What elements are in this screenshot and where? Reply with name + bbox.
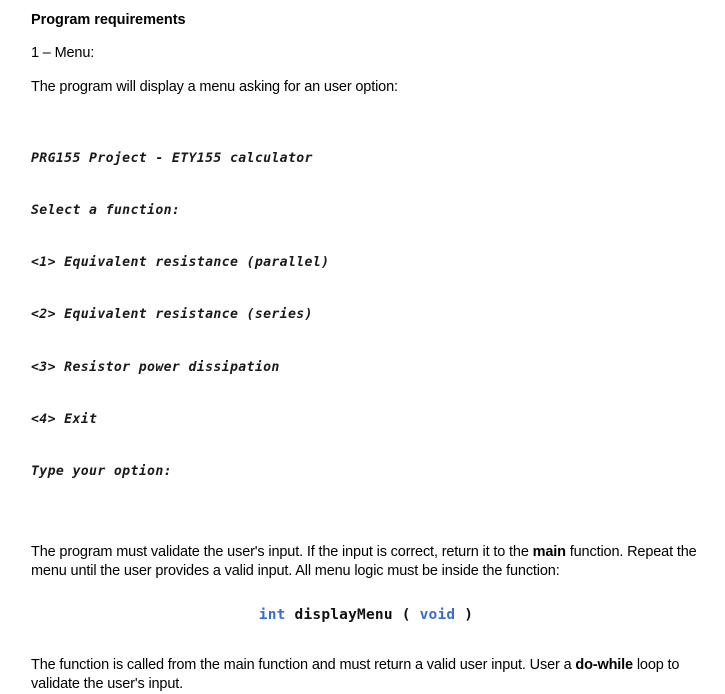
page-title: Program requirements: [31, 12, 186, 28]
document-page: Program requirements 1 – Menu: The progr…: [31, 12, 697, 693]
signature-space-3: [411, 607, 420, 623]
validate-paragraph-part1: The program must validate the user's inp…: [31, 544, 533, 561]
code-line: <2> Equivalent resistance (series): [31, 307, 313, 323]
signature-close-paren: ): [464, 607, 474, 624]
signature-return-type: int: [258, 607, 286, 624]
validate-paragraph-bold-main: main: [532, 544, 566, 561]
section-label: 1 – Menu:: [31, 45, 95, 61]
closing-paragraph-bold-do-while: do-while: [575, 657, 633, 674]
signature-open-paren: (: [401, 607, 411, 624]
signature-space-1: [286, 607, 295, 623]
code-line: Select a function:: [31, 203, 181, 219]
intro-paragraph: The program will display a menu asking f…: [31, 79, 398, 95]
signature-space-4: [455, 607, 464, 623]
closing-paragraph: The function is called from the main fun…: [31, 656, 715, 694]
menu-code-block: PRG155 Project - ETY155 calculator Selec…: [31, 97, 715, 515]
code-line: PRG155 Project - ETY155 calculator: [31, 150, 313, 166]
closing-paragraph-part1: The function is called from the main fun…: [31, 657, 576, 674]
validate-paragraph: The program must validate the user's inp…: [31, 543, 715, 581]
function-signature-block: int displayMenu ( void ): [31, 606, 715, 624]
code-line: <1> Equivalent resistance (parallel): [31, 255, 330, 271]
signature-function-name: displayMenu: [294, 607, 393, 624]
signature-param-type: void: [419, 607, 456, 624]
code-line: Type your option:: [31, 464, 172, 480]
function-signature: int displayMenu ( void ): [259, 607, 473, 623]
code-line: <4> Exit: [31, 411, 98, 427]
code-line: <3> Resistor power dissipation: [31, 359, 280, 375]
signature-space-2: [393, 607, 402, 623]
